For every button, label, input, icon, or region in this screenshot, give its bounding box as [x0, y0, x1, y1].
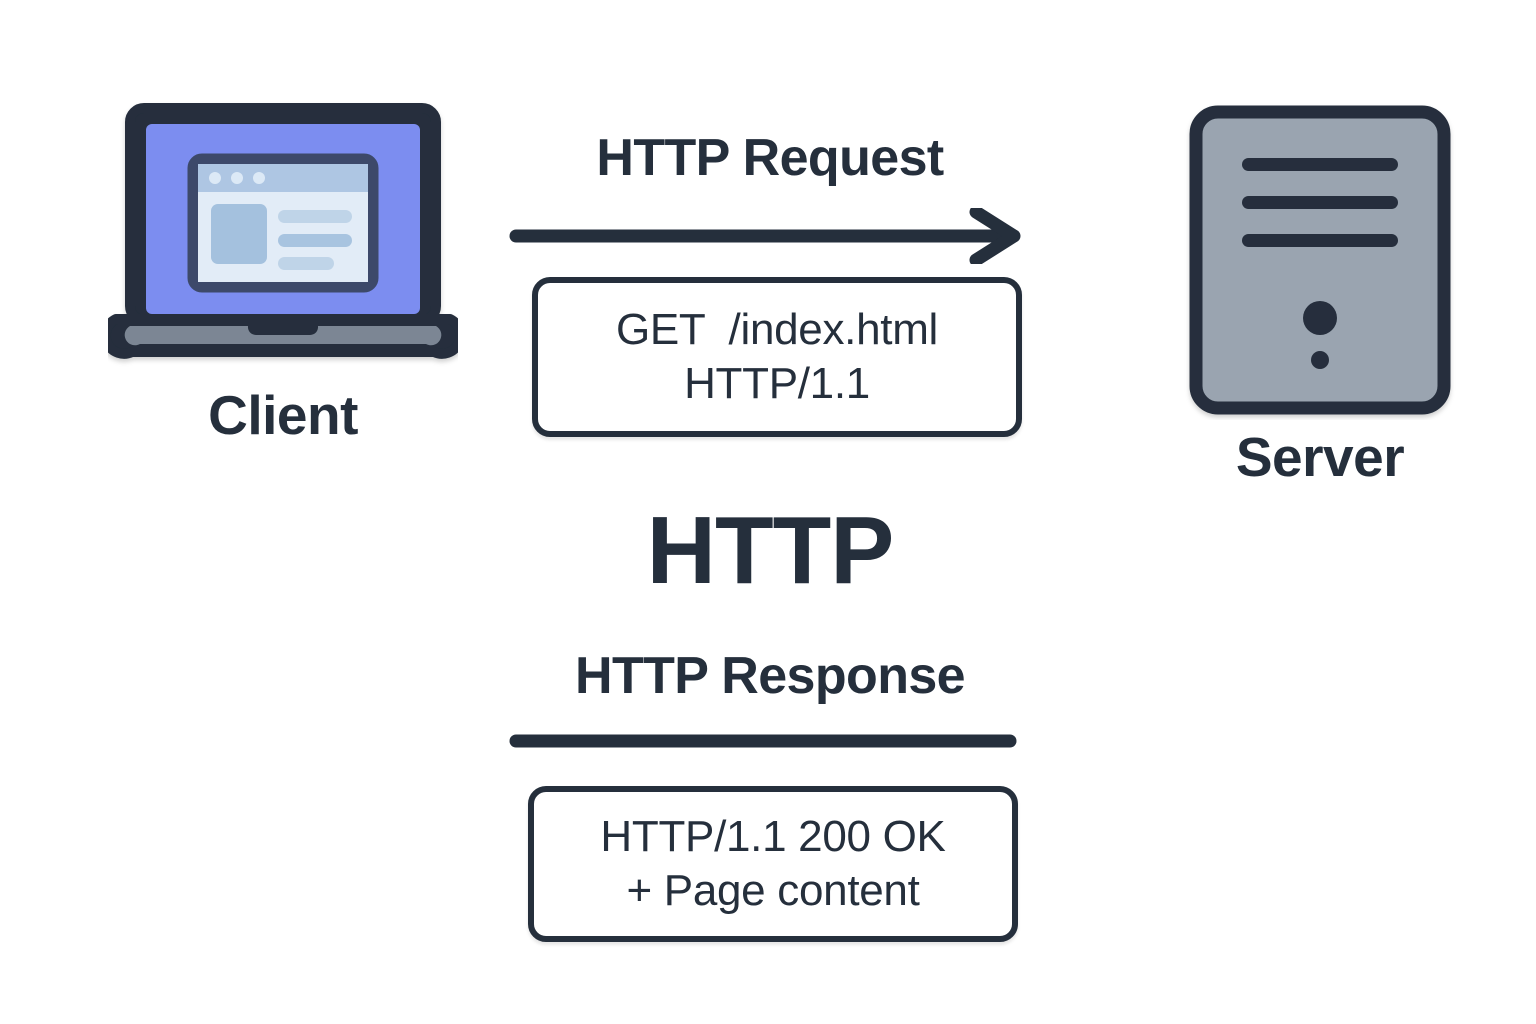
protocol-title: HTTP [646, 497, 895, 604]
http-response-message-line-2: + Page content [626, 866, 920, 915]
http-request-message-box: GET /index.html HTTP/1.1 [532, 277, 1022, 437]
server-label: Server [1235, 426, 1405, 488]
http-request-message-line-2: HTTP/1.1 [684, 359, 870, 408]
arrow-right-icon [508, 205, 1038, 269]
client-node: Client [100, 100, 468, 460]
laptop-icon [100, 100, 466, 370]
http-flow-column: HTTP Request GET /index.html HTTP/1.1 HT… [480, 110, 1060, 970]
server-node: Server [1160, 100, 1490, 520]
server-icon [1160, 100, 1480, 420]
client-label: Client [208, 384, 358, 446]
http-response-message-line-1: HTTP/1.1 200 OK [600, 812, 946, 862]
http-request-message-line-1: GET /index.html [615, 305, 939, 355]
http-response-label: HTTP Response [575, 647, 966, 705]
http-request-label: HTTP Request [596, 129, 944, 187]
http-response-message-box: HTTP/1.1 200 OK + Page content [528, 786, 1018, 942]
horizontal-rule-icon [508, 730, 1018, 757]
